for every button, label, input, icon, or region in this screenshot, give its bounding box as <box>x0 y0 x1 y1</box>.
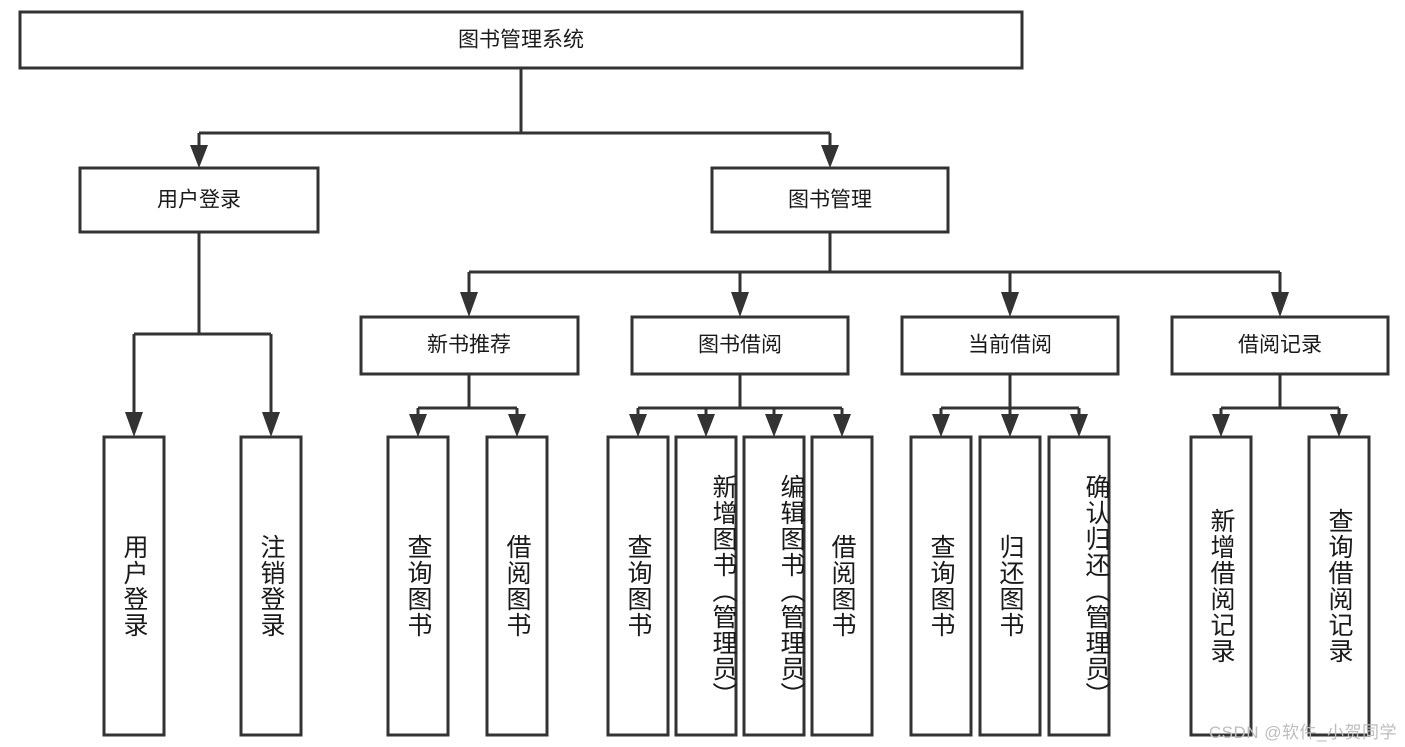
connector-user-login-to-leaves <box>125 232 280 437</box>
level3-label-new-book-recommend: 新书推荐 <box>427 334 511 357</box>
leaf-box[interactable] <box>742 435 806 737</box>
connector-root-to-level2 <box>190 68 839 168</box>
arrow-head-icon <box>1330 414 1348 437</box>
leaf-box[interactable] <box>1189 435 1253 737</box>
arrow-head-icon <box>731 292 749 317</box>
arrow-head-icon <box>833 414 851 437</box>
arrow-head-icon <box>629 414 647 437</box>
leaf-box[interactable] <box>674 435 738 737</box>
level3-label-current-borrow: 当前借阅 <box>968 334 1052 357</box>
leaf-box[interactable] <box>239 435 303 737</box>
connector-current-borrow-to-leaves <box>932 374 1088 437</box>
arrow-head-icon <box>1001 292 1019 317</box>
leaf-box[interactable] <box>810 435 874 737</box>
connector-new-book-recommend-to-leaves <box>409 374 526 437</box>
arrow-head-icon <box>125 412 143 437</box>
arrow-head-icon <box>1212 414 1230 437</box>
leaf-box[interactable] <box>386 435 450 737</box>
connector-borrow-records-to-leaves <box>1212 374 1348 437</box>
leaf-box[interactable] <box>1307 435 1371 737</box>
arrow-head-icon <box>765 414 783 437</box>
node-user-login[interactable] <box>78 166 320 234</box>
arrow-head-icon <box>460 292 478 317</box>
leaf-box[interactable] <box>978 435 1042 737</box>
arrow-head-icon <box>1271 292 1289 317</box>
arrow-head-icon <box>1001 414 1019 437</box>
level2-label-user-login: 用户登录 <box>157 189 241 212</box>
arrow-head-icon <box>190 145 208 168</box>
node-root-system[interactable] <box>18 10 1024 70</box>
arrow-head-icon <box>262 412 280 437</box>
root-label: 图书管理系统 <box>458 29 584 52</box>
arrow-head-icon <box>932 414 950 437</box>
connector-book-borrow-to-leaves <box>629 374 851 437</box>
level3-label-borrow-records: 借阅记录 <box>1238 334 1322 357</box>
leaf-box[interactable] <box>606 435 670 737</box>
watermark-text: CSDN @软件_小贺同学 <box>1208 723 1397 742</box>
arrow-head-icon <box>1070 414 1088 437</box>
level3-label-book-borrow: 图书借阅 <box>698 334 782 357</box>
level2-label-book-management: 图书管理 <box>788 189 872 212</box>
leaf-box[interactable] <box>102 435 166 737</box>
node-borrow-records[interactable] <box>1170 315 1390 376</box>
arrow-head-icon <box>409 414 427 437</box>
arrow-head-icon <box>508 414 526 437</box>
arrow-head-icon <box>821 145 839 168</box>
leaf-box[interactable] <box>1047 435 1111 737</box>
node-book-management[interactable] <box>710 166 950 234</box>
node-book-borrow[interactable] <box>630 315 850 376</box>
arrow-head-icon <box>697 414 715 437</box>
leaf-box[interactable] <box>485 435 549 737</box>
leaf-box[interactable] <box>909 435 973 737</box>
connector-book-management-to-level3 <box>460 232 1289 317</box>
